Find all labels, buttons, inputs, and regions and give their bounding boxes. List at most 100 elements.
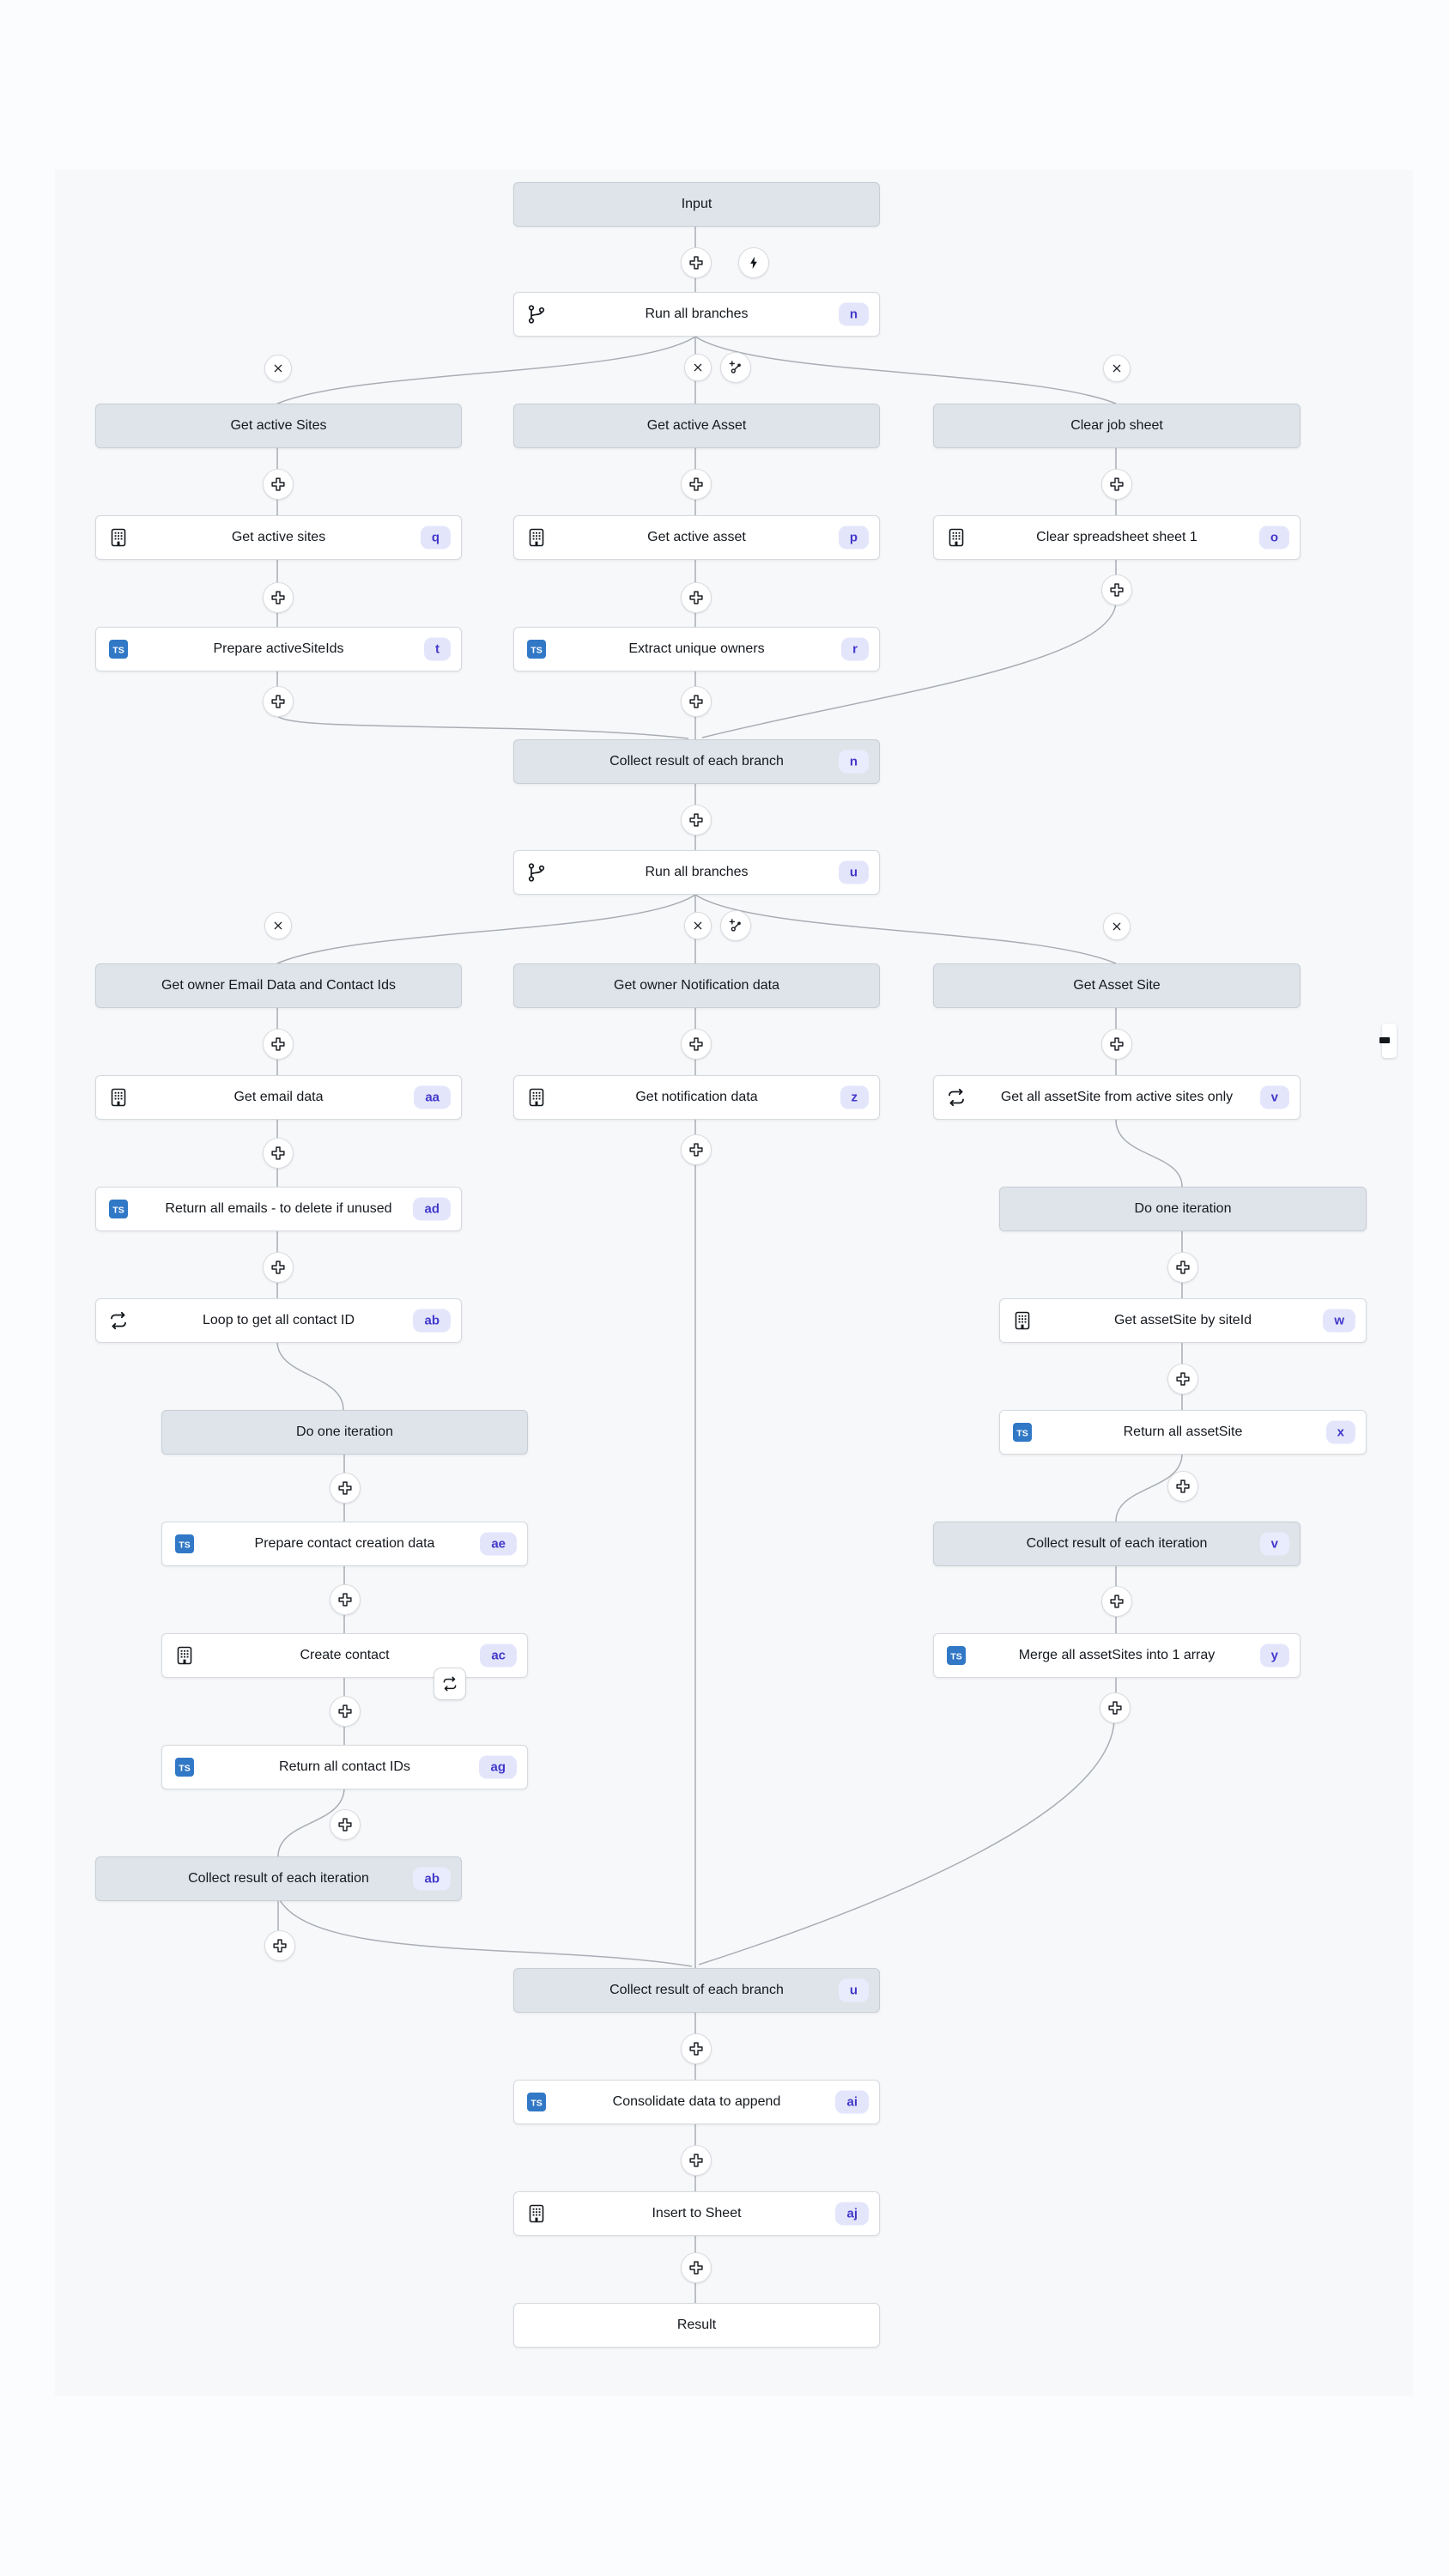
node-return-all-assetsite[interactable]: TS Return all assetSite x bbox=[999, 1410, 1367, 1455]
building-icon bbox=[174, 1645, 195, 1666]
add-step-button[interactable] bbox=[1167, 1364, 1198, 1394]
node-clear-spreadsheet-sheet-1[interactable]: Clear spreadsheet sheet 1 o bbox=[933, 515, 1300, 560]
node-label: Get active Sites bbox=[230, 418, 327, 433]
building-icon bbox=[1012, 1310, 1033, 1331]
add-branch-button[interactable] bbox=[720, 910, 751, 941]
add-step-button[interactable] bbox=[681, 2252, 712, 2283]
add-step-button[interactable] bbox=[681, 1029, 712, 1060]
node-label: Get Asset Site bbox=[1073, 978, 1161, 993]
node-collect-result-iteration-v[interactable]: Collect result of each iteration v bbox=[933, 1522, 1300, 1566]
node-collect-result-branch-n[interactable]: Collect result of each branch n bbox=[513, 739, 880, 784]
node-badge: ad bbox=[413, 1197, 451, 1221]
svg-text:TS: TS bbox=[112, 646, 124, 656]
node-return-all-emails[interactable]: TS Return all emails - to delete if unus… bbox=[95, 1187, 462, 1231]
node-create-contact[interactable]: Create contact ac bbox=[161, 1633, 528, 1678]
node-branch-get-active-sites[interactable]: Get active Sites bbox=[95, 404, 462, 448]
svg-text:TS: TS bbox=[530, 2099, 542, 2109]
node-branch-get-active-asset[interactable]: Get active Asset bbox=[513, 404, 880, 448]
loop-settings-button[interactable] bbox=[433, 1668, 466, 1700]
node-merge-all-assetsites[interactable]: TS Merge all assetSites into 1 array y bbox=[933, 1633, 1300, 1678]
node-badge: o bbox=[1258, 526, 1289, 550]
node-do-one-iteration-right[interactable]: Do one iteration bbox=[999, 1187, 1367, 1231]
node-badge: y bbox=[1259, 1643, 1289, 1668]
node-run-all-branches-2[interactable]: Run all branches u bbox=[513, 850, 880, 895]
node-label: Input bbox=[681, 197, 712, 211]
node-result[interactable]: Result bbox=[513, 2303, 880, 2348]
node-return-all-contact-ids[interactable]: TS Return all contact IDs ag bbox=[161, 1745, 528, 1789]
node-badge: w bbox=[1323, 1309, 1355, 1333]
delete-branch-button[interactable] bbox=[1103, 355, 1131, 382]
node-prepare-activesiteids[interactable]: TS Prepare activeSiteIds t bbox=[95, 627, 462, 671]
add-step-button[interactable] bbox=[263, 582, 294, 613]
node-branch-owner-email[interactable]: Get owner Email Data and Contact Ids bbox=[95, 963, 462, 1008]
node-do-one-iteration-left[interactable]: Do one iteration bbox=[161, 1410, 528, 1455]
node-label: Collect result of each branch bbox=[609, 754, 784, 769]
add-step-button[interactable] bbox=[1167, 1252, 1198, 1283]
node-branch-owner-notification[interactable]: Get owner Notification data bbox=[513, 963, 880, 1008]
git-branch-icon bbox=[526, 862, 547, 883]
add-step-button[interactable] bbox=[681, 469, 712, 500]
add-step-button[interactable] bbox=[263, 686, 294, 717]
node-get-active-asset[interactable]: Get active asset p bbox=[513, 515, 880, 560]
add-step-button[interactable] bbox=[263, 469, 294, 500]
add-step-button[interactable] bbox=[681, 582, 712, 613]
add-step-button[interactable] bbox=[681, 2145, 712, 2176]
node-badge: n bbox=[838, 302, 869, 326]
node-collect-result-branch-u[interactable]: Collect result of each branch u bbox=[513, 1968, 880, 2013]
add-step-button[interactable] bbox=[681, 247, 712, 278]
building-icon bbox=[526, 527, 547, 548]
node-label: Insert to Sheet bbox=[652, 2206, 742, 2221]
add-step-button[interactable] bbox=[681, 805, 712, 835]
add-step-button[interactable] bbox=[681, 686, 712, 717]
add-step-button[interactable] bbox=[1101, 1029, 1132, 1060]
add-step-button[interactable] bbox=[330, 1473, 361, 1504]
add-branch-button[interactable] bbox=[720, 352, 751, 383]
node-get-email-data[interactable]: Get email data aa bbox=[95, 1075, 462, 1120]
node-loop-get-all-contact-id[interactable]: Loop to get all contact ID ab bbox=[95, 1298, 462, 1343]
lightning-button[interactable] bbox=[738, 247, 769, 278]
node-get-assetsite-by-siteid[interactable]: Get assetSite by siteId w bbox=[999, 1298, 1367, 1343]
node-badge: ab bbox=[413, 1867, 451, 1891]
add-step-button[interactable] bbox=[1101, 469, 1132, 500]
node-label: Get owner Notification data bbox=[614, 978, 779, 993]
node-insert-to-sheet[interactable]: Insert to Sheet aj bbox=[513, 2191, 880, 2236]
node-collect-result-iteration-ab[interactable]: Collect result of each iteration ab bbox=[95, 1856, 462, 1901]
node-label: Run all branches bbox=[645, 307, 749, 321]
add-step-button[interactable] bbox=[681, 1134, 712, 1165]
node-get-active-sites[interactable]: Get active sites q bbox=[95, 515, 462, 560]
node-label: Do one iteration bbox=[1134, 1201, 1232, 1216]
add-step-button[interactable] bbox=[1167, 1471, 1198, 1502]
add-step-button[interactable] bbox=[1101, 1586, 1132, 1617]
node-prepare-contact-creation-data[interactable]: TS Prepare contact creation data ae bbox=[161, 1522, 528, 1566]
add-step-button[interactable] bbox=[330, 1809, 361, 1840]
node-badge: x bbox=[1325, 1420, 1355, 1444]
add-step-button[interactable] bbox=[263, 1138, 294, 1169]
add-step-button[interactable] bbox=[681, 2033, 712, 2064]
delete-branch-button[interactable] bbox=[1103, 913, 1131, 940]
typescript-icon: TS bbox=[1012, 1422, 1033, 1443]
add-step-button[interactable] bbox=[1101, 574, 1132, 605]
add-step-button[interactable] bbox=[330, 1584, 361, 1615]
node-input[interactable]: Input bbox=[513, 182, 880, 227]
node-run-all-branches-1[interactable]: Run all branches n bbox=[513, 292, 880, 337]
add-step-button[interactable] bbox=[330, 1696, 361, 1727]
delete-branch-button[interactable] bbox=[264, 355, 292, 382]
delete-branch-button[interactable] bbox=[684, 354, 712, 381]
add-step-button[interactable] bbox=[263, 1029, 294, 1060]
node-branch-clear-job-sheet[interactable]: Clear job sheet bbox=[933, 404, 1300, 448]
node-consolidate-data-to-append[interactable]: TS Consolidate data to append ai bbox=[513, 2080, 880, 2124]
add-step-button[interactable] bbox=[1100, 1692, 1131, 1723]
node-get-all-assetsite[interactable]: Get all assetSite from active sites only… bbox=[933, 1075, 1300, 1120]
repeat-icon bbox=[946, 1087, 967, 1108]
add-step-button[interactable] bbox=[263, 1252, 294, 1283]
node-branch-get-asset-site[interactable]: Get Asset Site bbox=[933, 963, 1300, 1008]
delete-branch-button[interactable] bbox=[264, 912, 292, 939]
node-badge: q bbox=[420, 526, 451, 550]
add-step-button[interactable] bbox=[264, 1930, 295, 1961]
node-extract-unique-owners[interactable]: TS Extract unique owners r bbox=[513, 627, 880, 671]
canvas-side-handle[interactable] bbox=[1379, 1024, 1397, 1058]
node-badge: ab bbox=[413, 1309, 451, 1333]
node-get-notification-data[interactable]: Get notification data z bbox=[513, 1075, 880, 1120]
delete-branch-button[interactable] bbox=[684, 912, 712, 939]
